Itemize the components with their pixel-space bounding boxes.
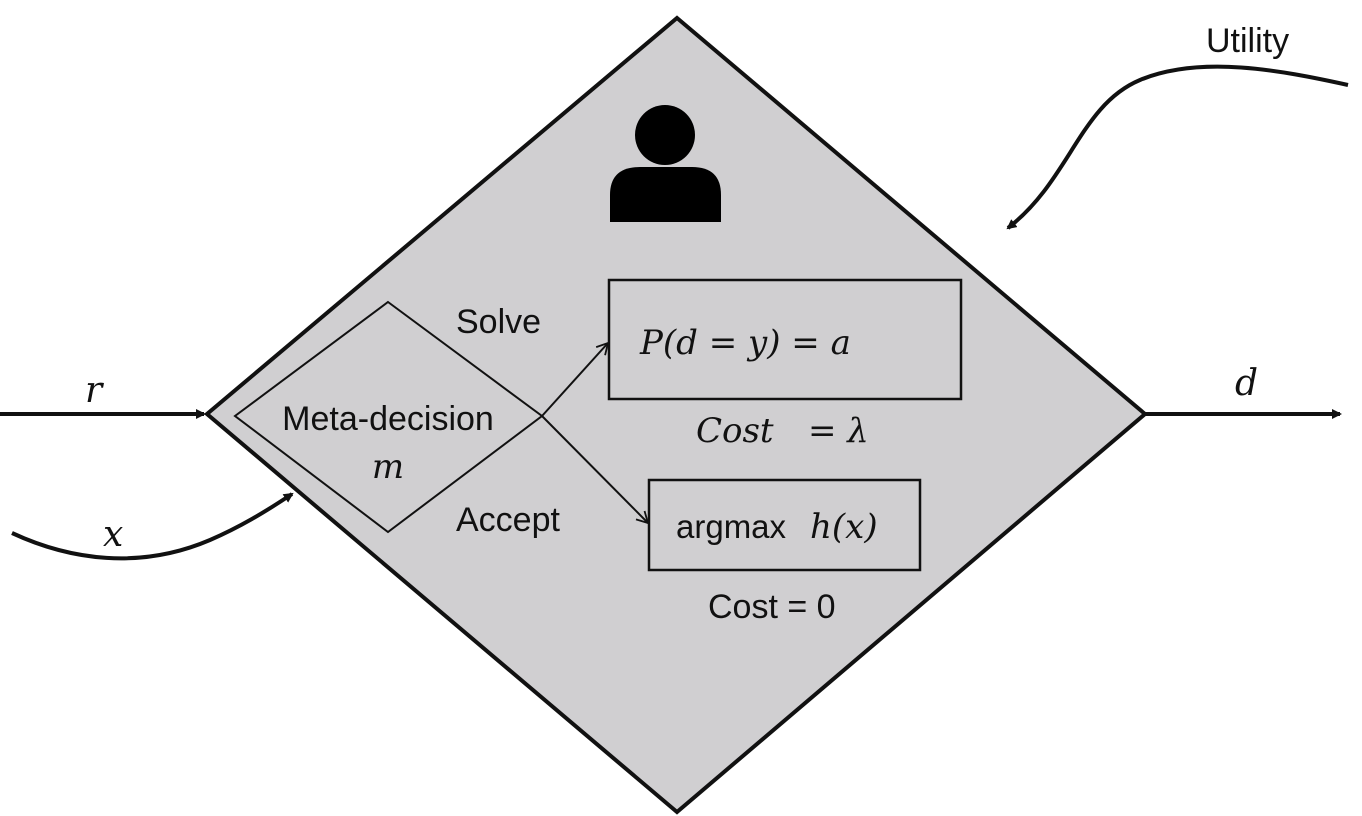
accept-box-argmax: argmax: [676, 508, 787, 545]
person-icon: [610, 105, 721, 222]
accept-label: Accept: [456, 501, 560, 539]
meta-decision-label: Meta-decision: [282, 400, 494, 438]
solve-box-formula: P(d = y) = a: [639, 323, 851, 363]
utility-label: Utility: [1206, 22, 1289, 60]
output-d-label: d: [1235, 363, 1258, 404]
solve-cost-word: Cost: [696, 411, 774, 451]
input-x-arrow: [11, 492, 294, 561]
human-decision-diamond: [203, 15, 1149, 815]
meta-decision-diamond: [233, 300, 544, 534]
solve-cost-label: Cost = λ: [696, 411, 869, 451]
solve-cost-value: = λ: [808, 411, 869, 451]
utility-arrow: [1006, 64, 1349, 230]
input-x-label: x: [103, 514, 123, 555]
solve-box: [607, 278, 963, 401]
solve-label: Solve: [456, 303, 541, 341]
input-r-label: r: [85, 370, 104, 411]
meta-decision-variable: m: [372, 447, 404, 487]
accept-box: [647, 478, 922, 572]
solve-arrow: [541, 341, 610, 417]
accept-box-formula: argmax h(x): [676, 507, 878, 547]
accept-box-function: h(x): [810, 507, 878, 547]
accept-arrow: [541, 415, 650, 525]
accept-cost-label: Cost = 0: [708, 588, 836, 626]
